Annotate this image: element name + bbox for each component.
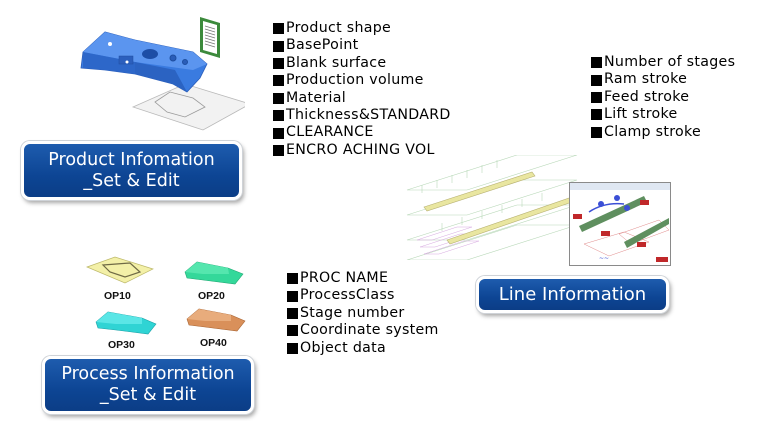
- op10-label: OP10: [104, 290, 131, 302]
- svg-text:~~: ~~: [599, 255, 609, 262]
- bullet-square-icon: [273, 110, 284, 122]
- process-info-list: PROC NAME ProcessClass Stage number Coor…: [287, 270, 439, 357]
- product-button-line1: Product Infomation: [48, 149, 215, 170]
- list-item: Feed stroke: [591, 89, 735, 106]
- list-item: Coordinate system: [287, 322, 439, 339]
- bullet-square-icon: [273, 127, 284, 139]
- bullet-square-icon: [591, 126, 602, 138]
- list-item: BasePoint: [273, 37, 451, 54]
- op40-part-icon: [186, 308, 246, 332]
- list-item: Lift stroke: [591, 106, 735, 123]
- list-item: Production volume: [273, 72, 451, 89]
- list-item: Ram stroke: [591, 71, 735, 88]
- product-info-list: Product shape BasePoint Blank surface Pr…: [273, 20, 451, 159]
- line-info-list: Number of stages Ram stroke Feed stroke …: [591, 54, 735, 141]
- bullet-square-icon: [591, 109, 602, 121]
- process-button-line2: _Set & Edit: [99, 385, 197, 405]
- bullet-square-icon: [287, 290, 298, 302]
- op20-label: OP20: [198, 290, 225, 302]
- bullet-square-icon: [273, 23, 284, 35]
- bullet-square-icon: [273, 75, 284, 87]
- bullet-square-icon: [591, 92, 602, 104]
- list-item: CLEARANCE: [273, 124, 451, 141]
- op30-label: OP30: [108, 339, 135, 351]
- op10-part-icon: [86, 256, 154, 284]
- bullet-square-icon: [591, 74, 602, 86]
- list-item: Clamp stroke: [591, 124, 735, 141]
- list-item: Blank surface: [273, 55, 451, 72]
- bullet-square-icon: [287, 325, 298, 337]
- list-item: Material: [273, 90, 451, 107]
- line-button-label: Line Information: [498, 284, 647, 305]
- line-information-button[interactable]: Line Information: [476, 276, 669, 313]
- bullet-square-icon: [273, 145, 284, 157]
- line-settings-window-icon: ~~: [569, 182, 671, 266]
- bullet-square-icon: [273, 40, 284, 52]
- document-sheet-icon: [200, 17, 220, 58]
- list-item: ENCRO ACHING VOL: [273, 142, 451, 159]
- product-information-button[interactable]: Product Infomation _Set & Edit: [21, 141, 242, 200]
- bullet-square-icon: [287, 308, 298, 320]
- op30-part-icon: [95, 311, 157, 335]
- process-information-button[interactable]: Process Information _Set & Edit: [42, 356, 254, 414]
- list-item: Object data: [287, 340, 439, 357]
- bullet-square-icon: [273, 92, 284, 104]
- list-item: Number of stages: [591, 54, 735, 71]
- bullet-square-icon: [287, 273, 298, 285]
- process-button-line1: Process Information: [61, 364, 235, 384]
- list-item: Stage number: [287, 305, 439, 322]
- bullet-square-icon: [591, 57, 602, 69]
- product-button-line2: _Set & Edit: [83, 170, 180, 191]
- op20-part-icon: [184, 261, 244, 285]
- bullet-square-icon: [287, 342, 298, 354]
- list-item: Product shape: [273, 20, 451, 37]
- list-item: ProcessClass: [287, 287, 439, 304]
- list-item: Thickness&STANDARD: [273, 107, 451, 124]
- list-item: PROC NAME: [287, 270, 439, 287]
- press-line-wireframe-icon: [406, 155, 578, 260]
- bullet-square-icon: [273, 58, 284, 70]
- op40-label: OP40: [200, 337, 227, 349]
- product-3d-model-icon: [80, 31, 245, 131]
